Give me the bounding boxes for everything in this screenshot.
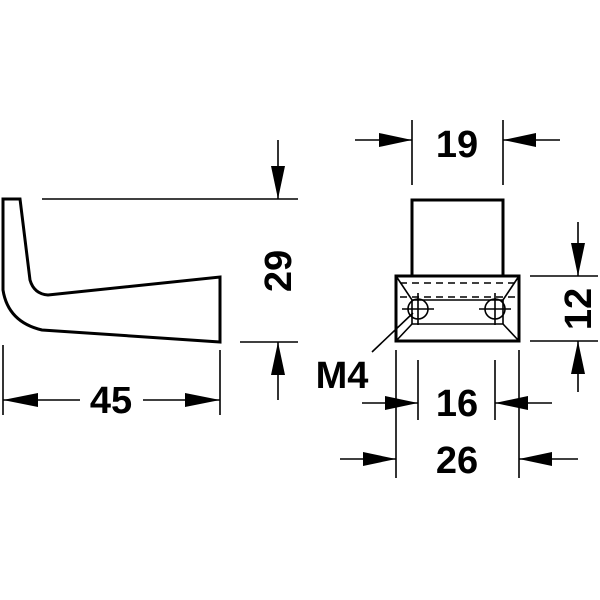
screw-spacing-dimension: 16 bbox=[362, 383, 552, 425]
thread-label: M4 bbox=[316, 355, 369, 397]
height-dimension: 29 bbox=[258, 140, 300, 400]
screw-spacing-label: 16 bbox=[436, 383, 478, 425]
base-width-label: 26 bbox=[436, 440, 478, 482]
base-height-dimension: 12 bbox=[558, 222, 600, 392]
stem-width-arrow-left bbox=[379, 133, 412, 147]
stem-width-dimension: 19 bbox=[355, 124, 560, 166]
width-arrow-right bbox=[185, 393, 220, 407]
base-height-arrow-bottom bbox=[571, 341, 585, 374]
height-arrow-top bbox=[271, 166, 285, 199]
screw-hole-left bbox=[402, 293, 434, 325]
height-arrow-bottom bbox=[271, 342, 285, 375]
front-base-bevel-lower bbox=[395, 323, 520, 342]
front-base-bevel bbox=[395, 275, 520, 301]
screw-hole-right bbox=[479, 293, 511, 325]
base-height-arrow-top bbox=[571, 243, 585, 276]
base-width-arrow-right bbox=[519, 452, 552, 466]
base-height-label: 12 bbox=[558, 288, 600, 330]
thread-leader-line bbox=[371, 312, 414, 353]
front-stem-outline bbox=[410, 198, 505, 278]
width-dimension: 45 bbox=[3, 380, 220, 422]
side-view: 45 29 bbox=[1, 140, 300, 422]
screw-spacing-arrow-left bbox=[385, 396, 418, 410]
front-base-outline bbox=[394, 274, 521, 343]
base-width-arrow-left bbox=[363, 452, 396, 466]
front-view: 19 12 16 26 M4 bbox=[316, 120, 600, 482]
height-dimension-label: 29 bbox=[258, 250, 300, 292]
width-arrow-left bbox=[3, 393, 38, 407]
width-dimension-label: 45 bbox=[90, 380, 132, 422]
base-width-dimension: 26 bbox=[340, 440, 578, 482]
stem-width-label: 19 bbox=[436, 124, 478, 166]
hook-profile-outline bbox=[1, 197, 222, 344]
stem-width-arrow-right bbox=[503, 133, 536, 147]
screw-spacing-arrow-right bbox=[495, 396, 528, 410]
thread-callout: M4 bbox=[316, 312, 414, 397]
